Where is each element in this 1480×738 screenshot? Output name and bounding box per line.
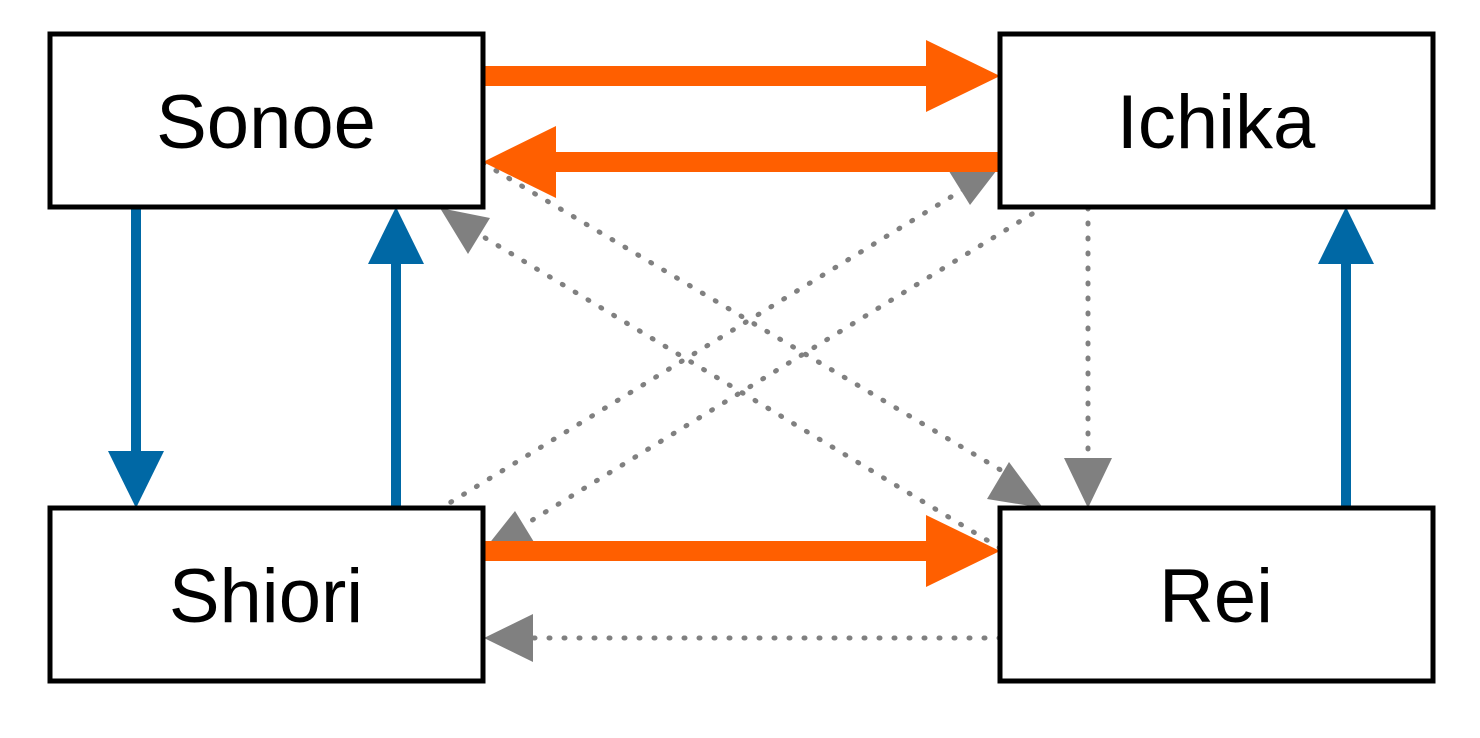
node-shiori: Shiori <box>47 505 486 684</box>
arrowhead-ichika-to-shiori <box>484 511 537 550</box>
dotted-arrows <box>435 160 1091 641</box>
arrowhead-ichika-to-sonoe <box>483 126 556 198</box>
edge-shiori-to-ichika-line <box>435 186 967 513</box>
node-ichika-label: Ichika <box>1117 80 1316 165</box>
node-shiori-label: Shiori <box>169 554 363 639</box>
node-sonoe: Sonoe <box>47 31 486 210</box>
orange-arrows <box>483 40 1000 587</box>
arrowhead-rei-to-ichika <box>1318 207 1374 264</box>
node-ichika: Ichika <box>997 31 1436 210</box>
node-rei-label: Rei <box>1159 554 1273 639</box>
node-shiori-box <box>47 505 486 684</box>
node-sonoe-box <box>47 31 486 210</box>
arrowhead-sonoe-to-rei <box>987 462 1043 508</box>
arrowhead-rei-to-shiori <box>484 614 533 662</box>
arrowhead-rei-to-sonoe <box>440 208 490 254</box>
edge-ichika-to-shiori-line <box>518 203 1048 530</box>
blue-arrows <box>108 207 1374 508</box>
arrowhead-sonoe-to-shiori <box>108 451 164 508</box>
node-ichika-box <box>997 31 1436 210</box>
node-sonoe-label: Sonoe <box>156 80 376 165</box>
dotted-arrowheads <box>440 166 1112 662</box>
edge-rei-to-sonoe-line <box>474 230 1003 551</box>
node-rei-box <box>997 505 1436 684</box>
edge-sonoe-to-rei-line <box>480 160 1007 475</box>
arrowhead-sonoe-to-ichika <box>926 40 1000 112</box>
arrowhead-shiori-to-sonoe <box>368 207 424 264</box>
arrowhead-shiori-to-rei <box>926 515 1000 587</box>
arrowhead-shiori-to-ichika <box>947 166 1000 205</box>
arrowhead-ichika-to-rei <box>1064 458 1112 508</box>
node-rei: Rei <box>997 505 1436 684</box>
